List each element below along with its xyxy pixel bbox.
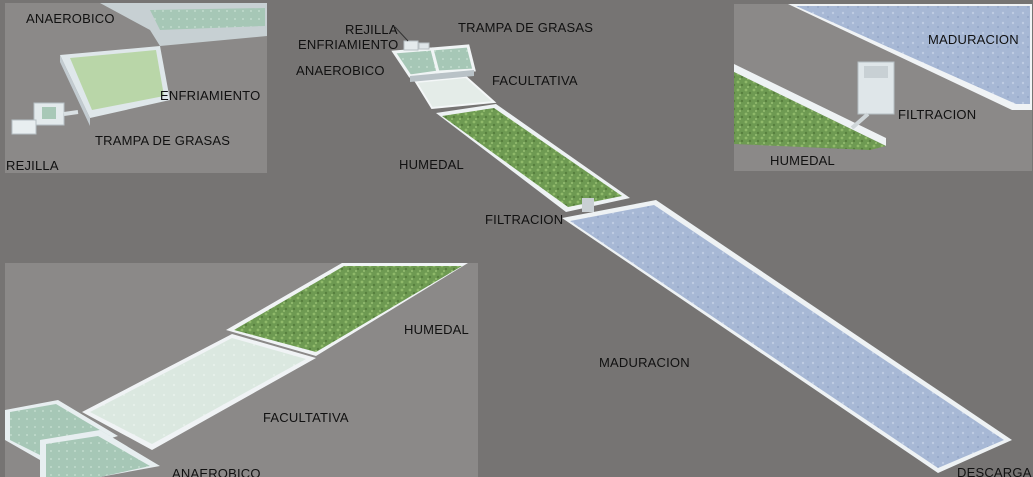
filtration-box xyxy=(582,198,594,212)
label-enfriamiento: ENFRIAMIENTO xyxy=(298,37,399,52)
label-anaerobico: ANAEROBICO xyxy=(296,63,385,78)
facultative-pond xyxy=(414,75,497,110)
inset-top-right xyxy=(734,4,1032,171)
inset-tr-label-filtracion: FILTRACION xyxy=(898,107,977,122)
wetland xyxy=(442,108,622,207)
inset-bottom-left xyxy=(5,263,478,477)
label-maduracion: MADURACION xyxy=(599,355,690,370)
label-descarga: DESCARGA xyxy=(957,465,1032,477)
label-humedal: HUMEDAL xyxy=(399,157,464,172)
screen-leader-line xyxy=(394,26,409,42)
label-filtracion: FILTRACION xyxy=(485,212,564,227)
anaerobic-tank xyxy=(391,47,440,78)
inset-bl-label-facultativa: FACULTATIVA xyxy=(263,410,349,425)
tank-side xyxy=(410,70,474,82)
label-facultativa: FACULTATIVA xyxy=(492,73,578,88)
inset-tl-label-anaerobico: ANAEROBICO xyxy=(26,11,115,26)
inset-tr-label-humedal: HUMEDAL xyxy=(770,153,835,168)
inset-tl-label-rejilla: REJILLA xyxy=(6,158,59,173)
label-rejilla: REJILLA xyxy=(345,22,398,37)
inset-top-left xyxy=(5,3,267,173)
main-pipeline xyxy=(391,26,1012,473)
screen xyxy=(418,42,430,50)
inset-tl-label-trampa: TRAMPA DE GRASAS xyxy=(95,133,231,148)
inset-tr-label-maduracion: MADURACION xyxy=(928,32,1019,47)
inset-tl-label-enfriamiento: ENFRIAMIENTO xyxy=(160,88,261,103)
grease-trap xyxy=(403,40,419,51)
inset-bl-label-anaerobico: ANAEROBICO xyxy=(172,466,261,477)
inset-bl-label-humedal: HUMEDAL xyxy=(404,322,469,337)
maturation-pond xyxy=(570,205,1004,468)
label-trampa-de-grasas: TRAMPA DE GRASAS xyxy=(458,20,594,35)
cooling-tank xyxy=(430,44,476,74)
